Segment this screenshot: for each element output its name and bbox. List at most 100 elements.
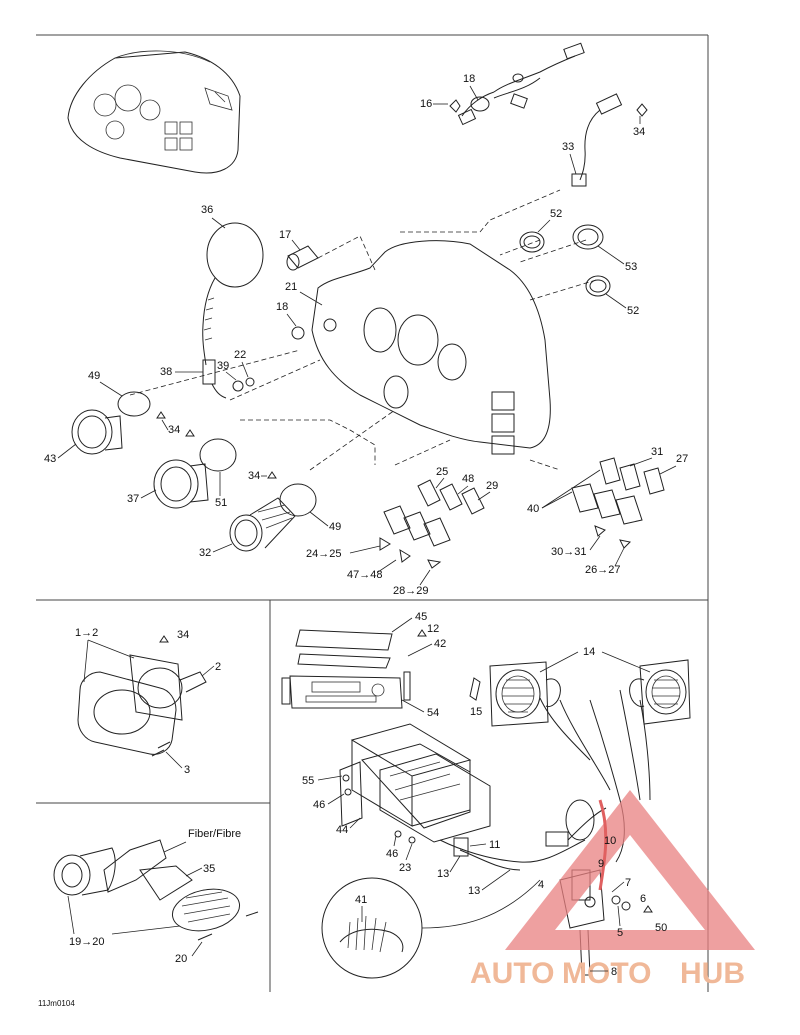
watermark: AUTO MOTO HUB (470, 790, 755, 990)
washer-22 (245, 377, 255, 387)
label-44: 44 (336, 824, 348, 836)
label-34a: 34 (633, 126, 645, 138)
label-34c: 34 (248, 470, 260, 482)
seal-49b (279, 483, 317, 517)
label-20: 20 (175, 953, 187, 965)
nut-34b2 (185, 429, 195, 437)
label-5: 5 (617, 927, 623, 939)
label-18b: 18 (276, 301, 288, 313)
label-30-31: 30→31 (551, 546, 586, 558)
label-18a: 18 (463, 73, 475, 85)
label-41: 41 (355, 894, 367, 906)
label-7: 7 (625, 877, 631, 889)
watermark-logo-triangle (505, 790, 755, 950)
label-8: 8 (611, 966, 617, 978)
bezel-rings (519, 224, 611, 297)
radio-trim-45 (295, 629, 393, 669)
speaker-right (629, 659, 691, 725)
screw-15 (469, 677, 481, 701)
label-12: 12 (427, 623, 439, 635)
label-42: 42 (434, 638, 446, 650)
gauge-43 (71, 409, 123, 455)
grommet-18 (291, 326, 305, 340)
nut-34b (156, 411, 166, 419)
radio-housing (339, 723, 491, 844)
label-35: 35 (203, 863, 215, 875)
radio-faceplate-54 (281, 671, 411, 709)
label-47-48: 47→48 (347, 569, 382, 581)
label-52a: 52 (550, 208, 562, 220)
label-3: 3 (184, 764, 190, 776)
label-51: 51 (215, 497, 227, 509)
gauge-housing (77, 654, 207, 757)
label-37: 37 (127, 493, 139, 505)
part-17 (286, 245, 319, 271)
label-52b: 52 (627, 305, 639, 317)
label-29: 29 (486, 480, 498, 492)
label-fiber: Fiber/Fibre (188, 828, 241, 840)
label-32: 32 (199, 547, 211, 559)
label-25: 25 (436, 466, 448, 478)
washer-39 (232, 380, 244, 392)
label-53: 53 (625, 261, 637, 273)
seal-51 (199, 438, 237, 472)
horn-assembly (53, 839, 259, 941)
label-49b: 49 (329, 521, 341, 533)
label-43: 43 (44, 453, 56, 465)
label-31: 31 (651, 446, 663, 458)
label-23: 23 (399, 862, 411, 874)
diagram-code: 11Jm0104 (38, 999, 75, 1008)
speaker-left (489, 661, 561, 727)
label-33: 33 (562, 141, 574, 153)
wiring-harness-top (457, 42, 623, 187)
part-labels: 16 18 34 33 36 17 52 53 52 21 18 39 22 3… (44, 73, 688, 978)
watermark-text-2: MOTO (562, 957, 651, 990)
label-48: 48 (462, 473, 474, 485)
label-24-25: 24→25 (306, 548, 341, 560)
label-39: 39 (217, 360, 229, 372)
label-13a: 13 (437, 868, 449, 880)
console-panel (311, 240, 551, 455)
label-4: 4 (538, 879, 544, 891)
nut-34c (267, 471, 277, 479)
label-27: 27 (676, 453, 688, 465)
watermark-text-1: AUTO (470, 957, 554, 990)
label-45: 45 (415, 611, 427, 623)
label-15: 15 (470, 706, 482, 718)
nut-34-top (636, 103, 648, 117)
label-34b: 34 (168, 424, 180, 436)
gauge-32 (229, 497, 296, 552)
label-54: 54 (427, 707, 439, 719)
label-19-20: 19→20 (69, 936, 104, 948)
switch-group-right (571, 457, 665, 549)
label-10: 10 (604, 835, 616, 847)
gauge-37 (153, 459, 209, 509)
label-50: 50 (655, 922, 667, 934)
label-16: 16 (420, 98, 432, 110)
label-46a: 46 (313, 799, 325, 811)
seal-49 (117, 391, 151, 417)
label-40: 40 (527, 503, 539, 515)
diagram-frame (36, 34, 709, 992)
nut-12 (417, 629, 427, 637)
watermark-text-3: HUB (680, 957, 745, 990)
label-21: 21 (285, 281, 297, 293)
label-11: 11 (489, 839, 500, 851)
label-14: 14 (583, 646, 595, 658)
label-49a: 49 (88, 370, 100, 382)
label-55: 55 (302, 775, 314, 787)
label-28-29: 28→29 (393, 585, 428, 597)
assembly-lines (129, 189, 597, 471)
label-34d: 34 (177, 629, 189, 641)
label-46b: 46 (386, 848, 398, 860)
label-6: 6 (640, 893, 646, 905)
gauge-cable-assembly (202, 222, 264, 399)
switch-group-left (379, 479, 485, 569)
label-1-2: 1→2 (75, 627, 98, 639)
label-38: 38 (160, 366, 172, 378)
detail-circle-41 (321, 877, 541, 979)
wiring-harness-bottom (439, 689, 651, 901)
dashboard-overview (67, 50, 241, 174)
label-2: 2 (215, 661, 221, 673)
